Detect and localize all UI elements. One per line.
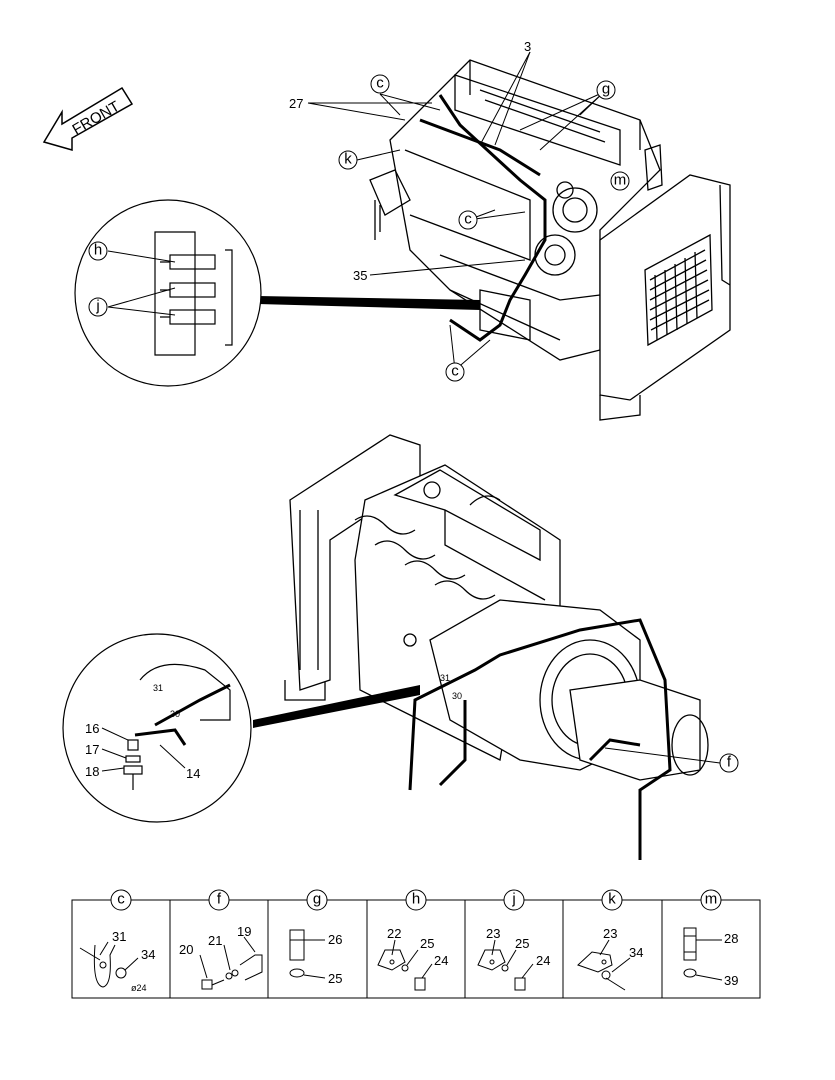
part-17-label: 17 bbox=[85, 742, 99, 757]
part-14-label: 14 bbox=[186, 766, 200, 781]
panel-j-part-23: 23 bbox=[486, 926, 500, 941]
panel-f-part-19: 19 bbox=[237, 924, 251, 939]
panel-g bbox=[289, 929, 326, 979]
panel-g-part-26: 26 bbox=[328, 932, 342, 947]
zoom-beam-bottom bbox=[253, 685, 420, 728]
panel-m-letter: m bbox=[705, 891, 718, 908]
panel-m bbox=[683, 927, 723, 981]
panel-c-part-34: 34 bbox=[141, 947, 155, 962]
panel-f-part-20: 20 bbox=[179, 942, 193, 957]
detail-table bbox=[71, 899, 761, 999]
panel-h-part-25: 25 bbox=[420, 936, 434, 951]
part-35-label: 35 bbox=[353, 268, 367, 283]
svg-text:m: m bbox=[614, 172, 627, 189]
zoom-beam-top bbox=[258, 296, 480, 310]
panel-j bbox=[477, 939, 534, 991]
panel-m-part-28: 28 bbox=[724, 931, 738, 946]
panel-c bbox=[79, 941, 139, 988]
svg-text:h: h bbox=[94, 242, 102, 259]
top-engine-drawing bbox=[369, 59, 731, 421]
panel-h bbox=[377, 939, 433, 991]
panel-k-part-34: 34 bbox=[629, 945, 643, 960]
top-callout-labels: c g k m c h j c 3 27 35 bbox=[94, 39, 626, 380]
panel-headers: c f g h j k m bbox=[110, 889, 722, 911]
callout-g bbox=[596, 80, 616, 100]
svg-text:g: g bbox=[602, 81, 610, 98]
svg-text:f: f bbox=[727, 754, 732, 771]
callout-h bbox=[88, 241, 108, 261]
panel-f-part-21: 21 bbox=[208, 933, 222, 948]
svg-text:j: j bbox=[95, 298, 99, 315]
bottom-engine-drawing bbox=[284, 434, 709, 860]
part-31-small-b: 31 bbox=[440, 673, 450, 683]
panel-h-letter: h bbox=[412, 891, 420, 908]
top-callouts bbox=[88, 74, 630, 382]
bottom-callouts: f 16 17 18 14 31 30 31 30 bbox=[85, 673, 739, 781]
callout-f bbox=[719, 753, 739, 773]
svg-text:k: k bbox=[344, 151, 352, 168]
panel-m-part-39: 39 bbox=[724, 973, 738, 988]
svg-text:c: c bbox=[464, 211, 472, 228]
part-31-small-a: 31 bbox=[153, 683, 163, 693]
detail-circle-ground bbox=[62, 633, 252, 823]
detail-circle-relays bbox=[74, 199, 262, 387]
part-18-label: 18 bbox=[85, 764, 99, 779]
part-30-small-a: 30 bbox=[170, 709, 180, 719]
callout-j bbox=[88, 297, 108, 317]
panel-j-letter: j bbox=[511, 891, 515, 908]
panel-c-letter: c bbox=[117, 891, 125, 908]
panel-j-part-24: 24 bbox=[536, 953, 550, 968]
callout-c-2 bbox=[458, 210, 478, 230]
panel-c-note: ø24 bbox=[131, 983, 147, 993]
part-16-label: 16 bbox=[85, 721, 99, 736]
panel-f-letter: f bbox=[217, 891, 222, 908]
svg-text:c: c bbox=[376, 75, 384, 92]
panel-h-part-22: 22 bbox=[387, 926, 401, 941]
panel-g-letter: g bbox=[313, 891, 321, 908]
part-30-small-b: 30 bbox=[452, 691, 462, 701]
panel-k-part-23: 23 bbox=[603, 926, 617, 941]
svg-text:c: c bbox=[451, 363, 459, 380]
panel-g-part-25: 25 bbox=[328, 971, 342, 986]
front-arrow: FRONT bbox=[42, 86, 134, 151]
panel-h-part-24: 24 bbox=[434, 953, 448, 968]
part-27-label: 27 bbox=[289, 96, 303, 111]
callout-c-1 bbox=[370, 74, 390, 94]
callout-m bbox=[610, 171, 630, 191]
part-3-label: 3 bbox=[524, 39, 531, 54]
panel-f bbox=[199, 936, 263, 990]
callout-c-3 bbox=[445, 362, 465, 382]
callout-k bbox=[338, 150, 358, 170]
panel-c-part-31: 31 bbox=[112, 929, 126, 944]
panel-k-letter: k bbox=[608, 891, 616, 908]
panel-j-part-25: 25 bbox=[515, 936, 529, 951]
panel-k bbox=[577, 939, 631, 991]
bottom-leaders bbox=[101, 727, 721, 772]
